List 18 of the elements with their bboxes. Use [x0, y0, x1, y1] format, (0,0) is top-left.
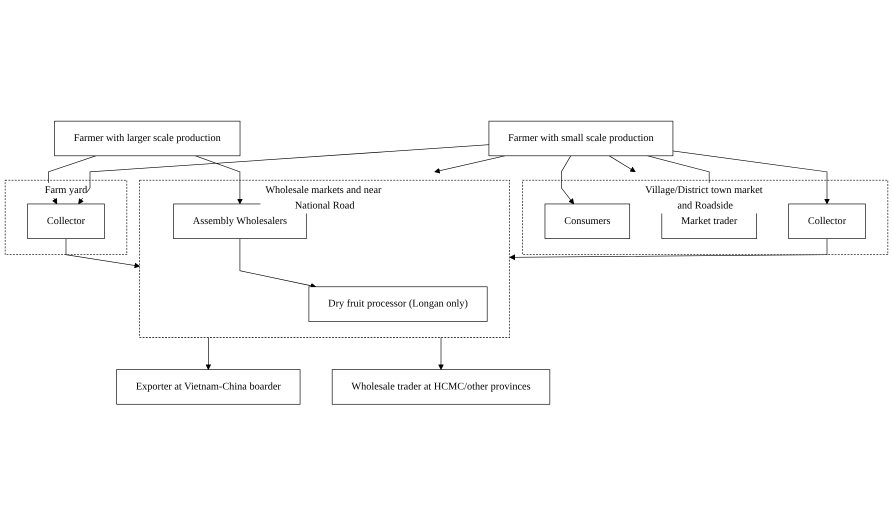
- arrow: [78, 144, 490, 204]
- arrow: [672, 150, 830, 204]
- arrow: [206, 337, 212, 370]
- node-box: Farmer with small scale production: [488, 121, 674, 156]
- node-box: Exporter at Vietnam-China boarder: [116, 370, 300, 405]
- node-box: Collector: [27, 204, 105, 240]
- node-box: Farmer with larger scale production: [54, 121, 240, 156]
- arrow: [66, 238, 140, 269]
- arrow: [195, 156, 243, 204]
- arrow: [438, 337, 444, 370]
- node-box: Dry fruit processor (Longan only): [308, 286, 488, 322]
- node-box: Collector: [788, 204, 866, 240]
- arrow: [608, 156, 636, 172]
- node-box: Wholesale trader at HCMC/other provinces: [332, 370, 550, 405]
- arrow: [561, 156, 574, 204]
- node-box: Consumers: [544, 204, 630, 240]
- arrow: [240, 238, 316, 289]
- arrow: [509, 238, 828, 260]
